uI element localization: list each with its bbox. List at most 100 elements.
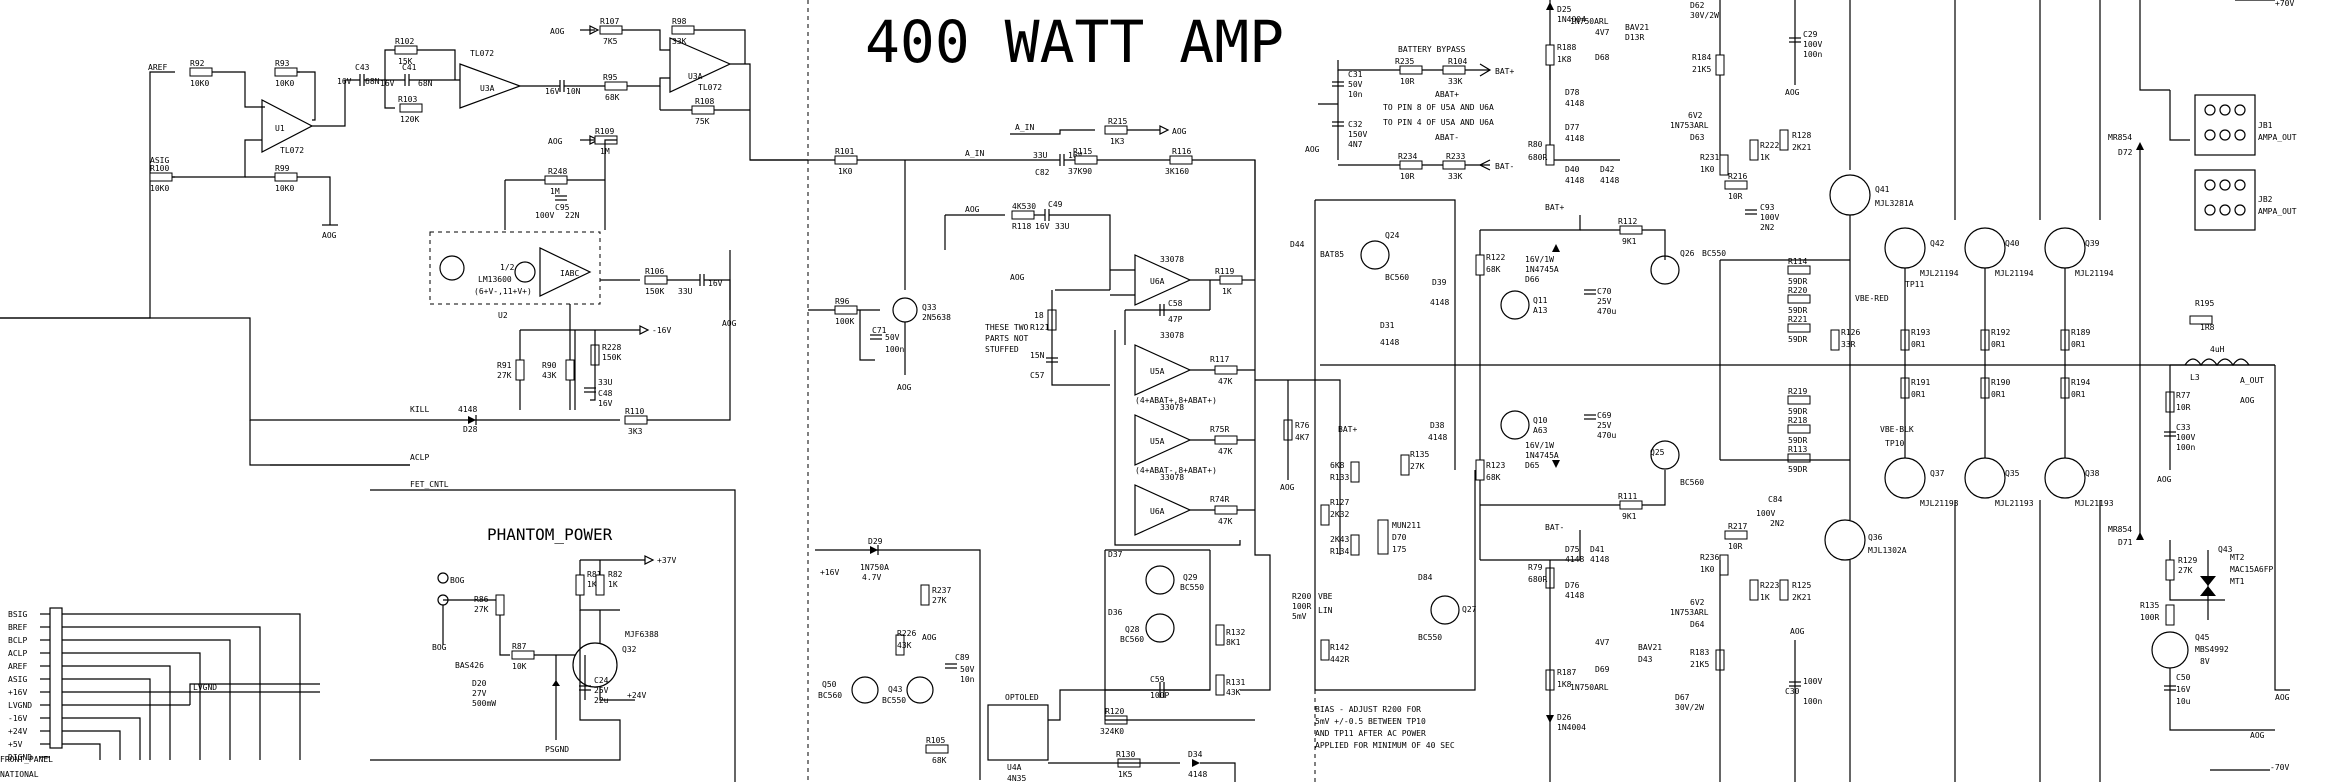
svg-text:AOG: AOG — [2275, 693, 2290, 702]
svg-text:16V/1W: 16V/1W — [1525, 441, 1554, 450]
svg-text:33U: 33U — [598, 378, 613, 387]
svg-text:2N5638: 2N5638 — [922, 313, 951, 322]
svg-text:R108: R108 — [695, 97, 714, 106]
svg-text:4148: 4148 — [1428, 433, 1447, 442]
svg-text:R135: R135 — [1410, 450, 1429, 459]
svg-text:Q41: Q41 — [1875, 185, 1890, 194]
svg-text:U3A: U3A — [688, 72, 703, 81]
svg-text:OPTOLED: OPTOLED — [1005, 693, 1039, 702]
svg-text:6V2: 6V2 — [1688, 111, 1703, 120]
svg-text:10K: 10K — [512, 662, 527, 671]
svg-text:18: 18 — [1034, 311, 1044, 320]
svg-text:BC560: BC560 — [1385, 273, 1409, 282]
svg-text:21K5: 21K5 — [1690, 660, 1709, 669]
svg-text:43K: 43K — [1226, 688, 1241, 697]
svg-text:100V: 100V — [1760, 213, 1779, 222]
svg-text:U5A: U5A — [1150, 437, 1165, 446]
svg-text:16V: 16V — [1035, 222, 1050, 231]
svg-text:50V: 50V — [960, 665, 975, 674]
svg-text:R217: R217 — [1728, 522, 1747, 531]
svg-text:1K0: 1K0 — [838, 167, 853, 176]
svg-text:0R1: 0R1 — [1911, 390, 1926, 399]
svg-text:BAT-: BAT- — [1545, 523, 1564, 532]
svg-text:100V: 100V — [2176, 433, 2195, 442]
svg-text:R86: R86 — [474, 595, 489, 604]
net-aref-label: AREF — [148, 63, 167, 72]
svg-text:R76: R76 — [1295, 421, 1310, 430]
svg-text:Q11: Q11 — [1533, 296, 1548, 305]
svg-text:27V: 27V — [472, 689, 487, 698]
svg-text:27K: 27K — [474, 605, 489, 614]
svg-text:R129: R129 — [2178, 556, 2197, 565]
svg-text:1R8: 1R8 — [2200, 323, 2215, 332]
svg-text:R109: R109 — [595, 127, 614, 136]
svg-text:30V/2W: 30V/2W — [1690, 11, 1719, 20]
svg-text:R91: R91 — [497, 361, 512, 370]
svg-text:R90: R90 — [542, 361, 557, 370]
svg-text:1K8: 1K8 — [1557, 680, 1572, 689]
svg-text:2K21: 2K21 — [1792, 143, 1811, 152]
svg-text:0R1: 0R1 — [1991, 340, 2006, 349]
svg-text:LVGND: LVGND — [193, 683, 217, 692]
svg-text:442R: 442R — [1330, 655, 1349, 664]
svg-text:10n: 10n — [1348, 90, 1363, 99]
svg-text:C93: C93 — [1760, 203, 1775, 212]
svg-text:Q42: Q42 — [1930, 239, 1945, 248]
svg-text:MJL21193: MJL21193 — [2075, 499, 2114, 508]
svg-text:30V/2W: 30V/2W — [1675, 703, 1704, 712]
svg-text:-16V: -16V — [652, 326, 671, 335]
svg-text:R117: R117 — [1210, 355, 1229, 364]
svg-text:1K: 1K — [1222, 287, 1232, 296]
svg-text:U6A: U6A — [1150, 277, 1165, 286]
svg-text:R127: R127 — [1330, 498, 1349, 507]
svg-text:R103: R103 — [398, 95, 417, 104]
svg-text:MT2: MT2 — [2230, 553, 2245, 562]
svg-text:1N750ARL: 1N750ARL — [1570, 17, 1609, 26]
phantom-power-title: PHANTOM_POWER — [487, 525, 613, 544]
svg-text:D26: D26 — [1557, 713, 1572, 722]
svg-text:D75: D75 — [1565, 545, 1580, 554]
svg-text:R104: R104 — [1448, 57, 1467, 66]
svg-text:100n: 100n — [1803, 697, 1822, 706]
svg-text:C49: C49 — [1048, 200, 1063, 209]
svg-text:R233: R233 — [1446, 152, 1465, 161]
svg-text:R80: R80 — [1528, 140, 1543, 149]
svg-text:27K: 27K — [497, 371, 512, 380]
svg-text:D68: D68 — [1595, 53, 1610, 62]
svg-text:Q10: Q10 — [1533, 416, 1548, 425]
svg-text:16V: 16V — [2176, 685, 2191, 694]
svg-text:C50: C50 — [2176, 673, 2191, 682]
svg-text:1K: 1K — [1760, 153, 1770, 162]
svg-text:AOG: AOG — [548, 137, 563, 146]
svg-text:4148: 4148 — [1565, 99, 1584, 108]
svg-text:100n: 100n — [2176, 443, 2195, 452]
svg-text:R142: R142 — [1330, 643, 1349, 652]
svg-text:D76: D76 — [1565, 581, 1580, 590]
svg-text:C29: C29 — [1803, 30, 1818, 39]
svg-text:D13R: D13R — [1625, 33, 1644, 42]
svg-text:4N35: 4N35 — [1007, 774, 1026, 782]
svg-text:MR854: MR854 — [2108, 133, 2132, 142]
svg-text:AOG: AOG — [1790, 627, 1805, 636]
svg-text:680R: 680R — [1528, 153, 1547, 162]
svg-text:R113: R113 — [1788, 445, 1807, 454]
svg-text:BAV21: BAV21 — [1625, 23, 1649, 32]
svg-text:25V: 25V — [1597, 297, 1612, 306]
svg-text:R107: R107 — [600, 17, 619, 26]
svg-text:D28: D28 — [463, 425, 478, 434]
svg-text:R75R: R75R — [1210, 425, 1229, 434]
svg-text:(4+ABAT+,8+ABAT+): (4+ABAT+,8+ABAT+) — [1135, 396, 1217, 405]
svg-text:D40: D40 — [1565, 165, 1580, 174]
svg-text:59DR: 59DR — [1788, 335, 1807, 344]
svg-text:D63: D63 — [1690, 133, 1705, 142]
svg-text:R106: R106 — [645, 267, 664, 276]
svg-text:TO PIN 8 OF U5A AND U6A: TO PIN 8 OF U5A AND U6A — [1383, 103, 1494, 112]
svg-text:U1: U1 — [275, 124, 285, 133]
svg-text:1N4004: 1N4004 — [1557, 723, 1586, 732]
svg-text:R128: R128 — [1792, 131, 1811, 140]
svg-text:C69: C69 — [1597, 411, 1612, 420]
svg-text:R101: R101 — [835, 147, 854, 156]
svg-text:33078: 33078 — [1160, 331, 1184, 340]
